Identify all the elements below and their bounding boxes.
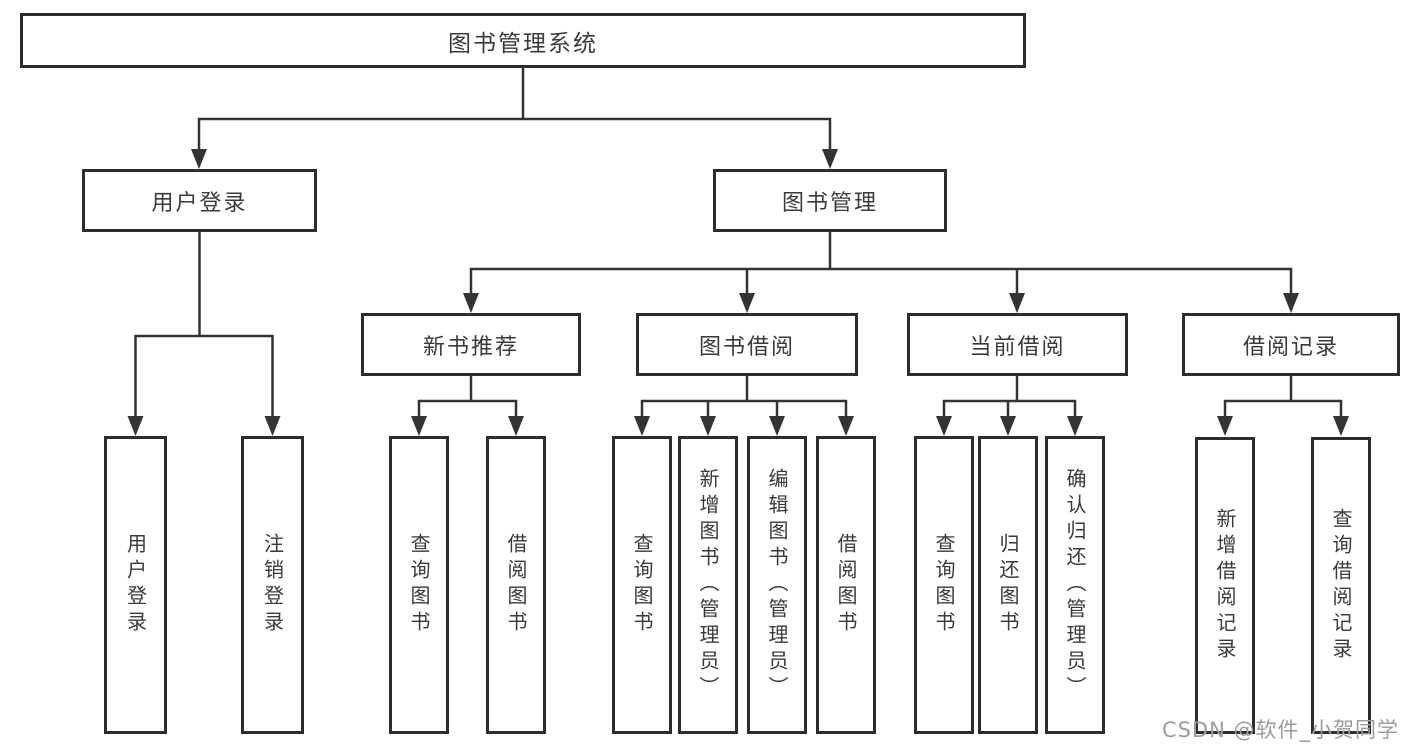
node-label: 图书借阅 [698, 334, 795, 360]
leaf-label: 查询图书 [407, 533, 431, 637]
leaf-query-borrow-record: 查询借阅记录 [1311, 437, 1371, 734]
leaf-label: 查询图书 [630, 533, 654, 637]
leaf-label: 借阅图书 [504, 533, 528, 637]
node-book-management: 图书管理 [713, 169, 947, 232]
leaf-label: 用户登录 [123, 533, 148, 637]
node-borrowing-records: 借阅记录 [1182, 313, 1400, 376]
node-label: 借阅记录 [1242, 334, 1339, 360]
leaf-label: 查询图书 [932, 533, 956, 637]
leaf-edit-books-admin: 编辑图书（管理员） [747, 436, 807, 734]
leaf-user-login: 用户登录 [104, 436, 167, 734]
csdn-watermark: CSDN @软件_小贺同学 [1161, 718, 1399, 742]
leaf-label: 查询借阅记录 [1329, 507, 1353, 664]
leaf-add-books-admin: 新增图书（管理员） [678, 436, 738, 734]
node-library-management-system: 图书管理系统 [20, 13, 1026, 68]
leaf-add-borrow-record: 新增借阅记录 [1195, 437, 1255, 734]
node-label: 当前借阅 [969, 334, 1066, 360]
leaf-label: 编辑图书（管理员） [765, 468, 789, 702]
node-label: 新书推荐 [422, 334, 519, 360]
node-new-book-recommendation: 新书推荐 [361, 313, 581, 376]
leaf-label: 注销登录 [260, 533, 285, 637]
node-label: 图书管理系统 [448, 30, 598, 57]
node-book-borrowing: 图书借阅 [636, 313, 858, 376]
leaf-confirm-return-admin: 确认归还（管理员） [1045, 436, 1105, 734]
leaf-label: 归还图书 [996, 533, 1020, 637]
leaf-borrow-books-borrow: 借阅图书 [816, 436, 876, 734]
leaf-label: 确认归还（管理员） [1063, 468, 1087, 702]
leaf-borrow-books-newbooks: 借阅图书 [486, 436, 546, 734]
leaf-query-books-newbooks: 查询图书 [389, 436, 449, 734]
node-label: 图书管理 [781, 190, 878, 216]
leaf-label: 新增图书（管理员） [696, 468, 720, 702]
leaf-logout: 注销登录 [241, 436, 304, 734]
leaf-label: 借阅图书 [834, 533, 858, 637]
leaf-query-books-current: 查询图书 [914, 436, 974, 734]
leaf-return-books: 归还图书 [978, 436, 1038, 734]
leaf-query-books-borrow: 查询图书 [612, 436, 672, 734]
node-user-login: 用户登录 [82, 169, 317, 232]
node-current-borrowing: 当前借阅 [907, 313, 1128, 376]
leaf-label: 新增借阅记录 [1213, 507, 1237, 664]
node-label: 用户登录 [151, 190, 248, 216]
